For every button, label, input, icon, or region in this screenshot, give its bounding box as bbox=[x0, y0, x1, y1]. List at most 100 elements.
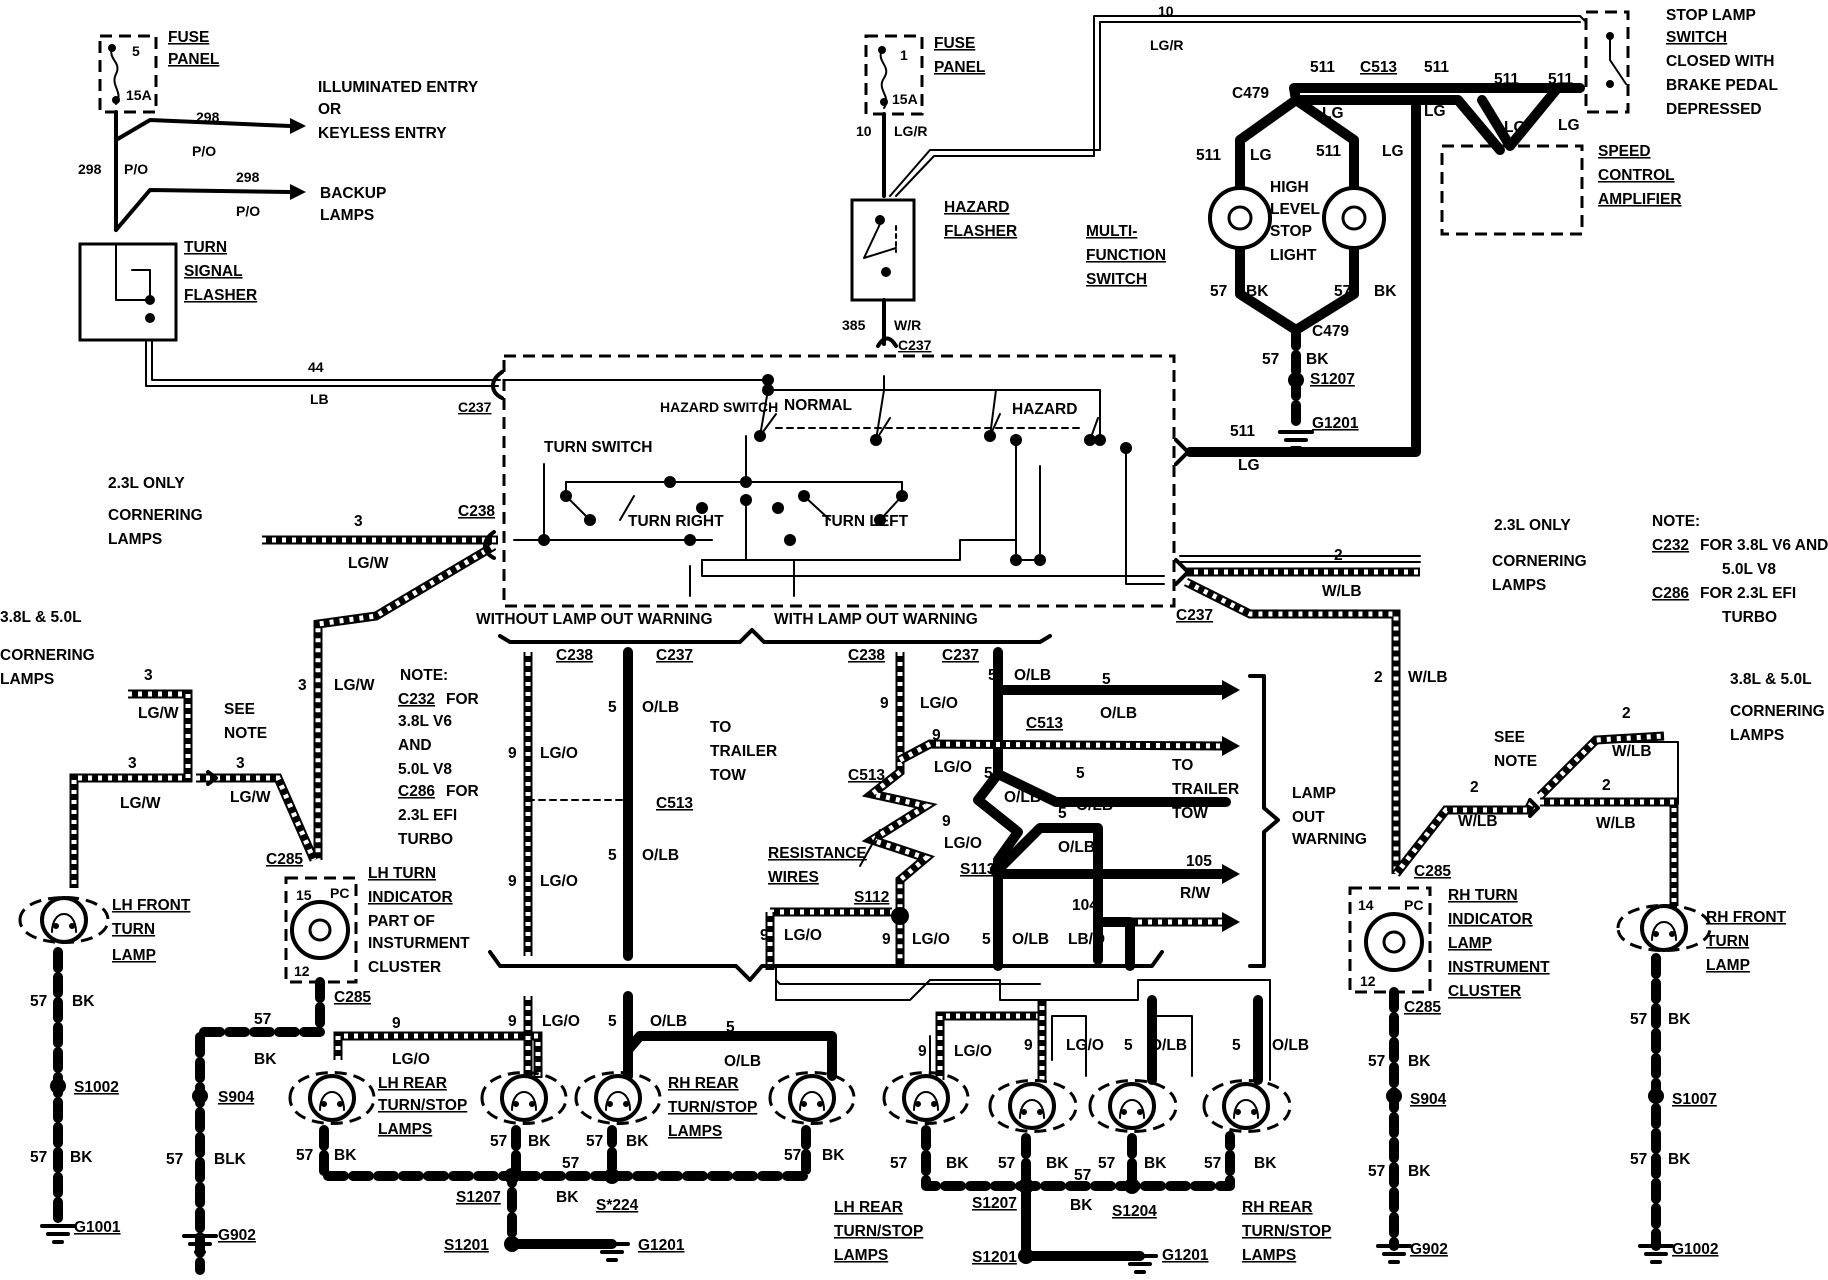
svg-text:BK: BK bbox=[1668, 1151, 1691, 1168]
23l-only-left: 2.3L ONLY bbox=[108, 475, 185, 492]
connector-c237: C237 bbox=[898, 337, 932, 353]
svg-text:57: 57 bbox=[1368, 1163, 1385, 1180]
svg-text:BK: BK bbox=[626, 1133, 649, 1150]
svg-text:C237: C237 bbox=[942, 647, 979, 664]
svg-text:57: 57 bbox=[254, 1011, 271, 1028]
connector-c285: C285 bbox=[266, 851, 303, 868]
svg-text:S904: S904 bbox=[1410, 1091, 1447, 1108]
svg-text:BK: BK bbox=[528, 1133, 551, 1150]
svg-text:LG/W: LG/W bbox=[138, 705, 179, 722]
svg-text:LG/O: LG/O bbox=[912, 931, 950, 948]
svg-text:O/LB: O/LB bbox=[1058, 839, 1095, 856]
svg-text:5: 5 bbox=[608, 699, 617, 716]
svg-text:PC: PC bbox=[1404, 897, 1423, 913]
svg-text:LG/O: LG/O bbox=[920, 695, 958, 712]
lh-front-turn-lamp bbox=[18, 896, 110, 944]
splice-s113: S113 bbox=[960, 861, 996, 878]
svg-text:BK: BK bbox=[1070, 1197, 1093, 1214]
fuse-left-number: 5 bbox=[132, 43, 140, 59]
turn-signal-flasher bbox=[78, 242, 501, 387]
ground-g1001: G1001 bbox=[74, 1219, 121, 1236]
svg-text:57: 57 bbox=[1262, 351, 1279, 368]
svg-text:57: 57 bbox=[1210, 283, 1227, 300]
svg-text:LG/O: LG/O bbox=[542, 1013, 580, 1030]
svg-text:511: 511 bbox=[1196, 147, 1221, 164]
svg-text:57: 57 bbox=[586, 1133, 603, 1150]
svg-text:9: 9 bbox=[392, 1015, 401, 1032]
splice-s1002: S1002 bbox=[74, 1079, 119, 1096]
svg-text:S1201: S1201 bbox=[972, 1249, 1017, 1266]
svg-text:57: 57 bbox=[166, 1151, 183, 1168]
svg-text:BK: BK bbox=[334, 1147, 357, 1164]
with-lamp-out-warning: WITH LAMP OUT WARNING bbox=[774, 611, 978, 628]
svg-text:LG/O: LG/O bbox=[540, 873, 578, 890]
svg-text:O/LB: O/LB bbox=[642, 847, 679, 864]
svg-text:W/LB: W/LB bbox=[1612, 743, 1652, 760]
svg-text:57: 57 bbox=[998, 1155, 1015, 1172]
turn-switch-label: TURN SWITCH bbox=[544, 439, 653, 456]
svg-text:C238: C238 bbox=[556, 647, 593, 664]
svg-text:3: 3 bbox=[236, 755, 245, 772]
svg-text:O/LB: O/LB bbox=[1014, 667, 1051, 684]
svg-text:57: 57 bbox=[784, 1147, 801, 1164]
svg-text:LG: LG bbox=[1504, 119, 1526, 136]
connector-c479: C479 bbox=[1312, 323, 1349, 340]
wire-lgo-label: LG/O bbox=[784, 927, 822, 944]
svg-text:12: 12 bbox=[1360, 973, 1376, 989]
svg-text:LG/W: LG/W bbox=[334, 677, 375, 694]
wire-10-label: 10 bbox=[856, 123, 872, 139]
svg-text:511: 511 bbox=[1494, 71, 1519, 88]
rh-rear-lamp-pair-a bbox=[574, 1071, 856, 1125]
svg-text:57: 57 bbox=[296, 1147, 313, 1164]
38l-50l-right: 3.8L & 5.0L bbox=[1730, 671, 1812, 688]
svg-text:5: 5 bbox=[608, 1013, 617, 1030]
wire-298-label: 298 bbox=[236, 169, 260, 185]
svg-text:3: 3 bbox=[144, 667, 153, 684]
connector-c237: C237 bbox=[1176, 607, 1213, 624]
svg-text:C513: C513 bbox=[848, 767, 885, 784]
connector-c513: C513 bbox=[1360, 59, 1397, 76]
svg-text:511: 511 bbox=[1548, 71, 1573, 88]
svg-text:57: 57 bbox=[890, 1155, 907, 1172]
wire-298-label: 298 bbox=[196, 109, 220, 125]
svg-text:2: 2 bbox=[1470, 779, 1479, 796]
svg-text:LG: LG bbox=[1238, 457, 1260, 474]
wire-2-label: 2 bbox=[1334, 547, 1343, 564]
svg-text:9: 9 bbox=[508, 745, 517, 762]
svg-text:O/LB: O/LB bbox=[1272, 1037, 1309, 1054]
svg-text:LG: LG bbox=[1558, 117, 1580, 134]
wire-lbo-label: LB/O bbox=[1068, 931, 1105, 948]
svg-text:C237: C237 bbox=[656, 647, 693, 664]
svg-text:5: 5 bbox=[1124, 1037, 1133, 1054]
svg-text:5: 5 bbox=[1102, 671, 1111, 688]
wire-po-label: P/O bbox=[124, 161, 148, 177]
without-lamp-out-warning: WITHOUT LAMP OUT WARNING bbox=[476, 611, 713, 628]
svg-text:5: 5 bbox=[1232, 1037, 1241, 1054]
svg-text:511: 511 bbox=[1424, 59, 1449, 76]
svg-text:C238: C238 bbox=[848, 647, 885, 664]
svg-text:LG: LG bbox=[1424, 103, 1446, 120]
svg-text:9: 9 bbox=[508, 873, 517, 890]
svg-text:C285: C285 bbox=[1404, 999, 1441, 1016]
svg-text:9: 9 bbox=[760, 927, 769, 944]
svg-text:LG/O: LG/O bbox=[944, 835, 982, 852]
svg-text:57: 57 bbox=[1098, 1155, 1115, 1172]
svg-text:57: 57 bbox=[1204, 1155, 1221, 1172]
rh-turn-indicator: 14 PC 12 bbox=[1348, 886, 1432, 994]
wire-385-label: 385 bbox=[842, 317, 866, 333]
stop-lamp-switch bbox=[1579, 10, 1630, 114]
wire-lgw-label: LG/W bbox=[348, 555, 389, 572]
splice-s1224: S*224 bbox=[596, 1197, 639, 1214]
svg-text:9: 9 bbox=[918, 1043, 927, 1060]
hazard-flasher bbox=[850, 198, 916, 302]
svg-text:5: 5 bbox=[982, 931, 991, 948]
svg-text:C285: C285 bbox=[334, 989, 371, 1006]
